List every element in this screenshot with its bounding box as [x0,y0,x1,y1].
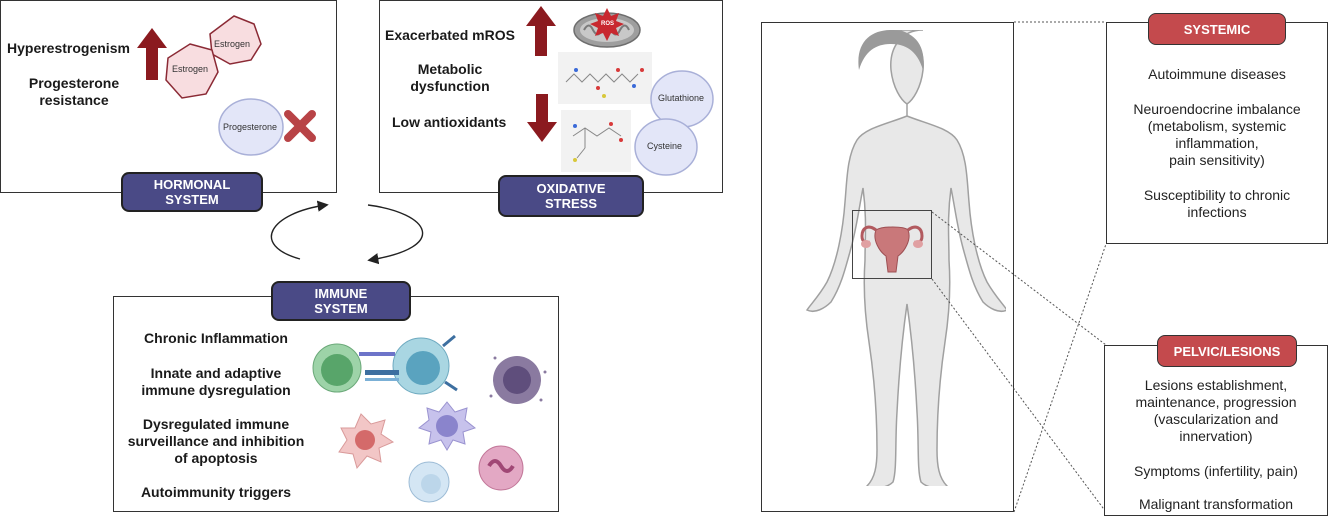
mitochondria-icon [573,8,641,48]
glutathione-label: Glutathione [658,93,705,103]
cell-icon [392,334,458,395]
autoimmune-diseases-text: Autoimmune diseases [1148,66,1286,82]
immune-cells-illustration [312,334,547,503]
mros-text: Exacerbated mROS [385,27,515,43]
pelvic-lesions-label: PELVIC/LESIONS [1157,335,1297,367]
chronic-inflammation-text: Chronic Inflammation [144,330,288,346]
ros-label: ROS [601,21,615,27]
immune-dysregulation-text: Innate and adaptive immune dysregulation [141,365,291,398]
autoimmunity-triggers-text: Autoimmunity triggers [140,484,292,500]
progesterone-label: Progesterone [223,122,278,132]
symptoms-text: Symptoms (infertility, pain) [1134,463,1298,479]
systemic-label: SYSTEMIC [1148,13,1286,45]
progesterone-resistance-text: Progesterone resistance [28,75,120,108]
human-body-icon [805,30,1006,486]
immune-system-label: IMMUNE SYSTEM [271,281,411,321]
cross-icon [284,110,316,142]
susceptibility-text: Susceptibility to chronic infections [1143,187,1291,220]
molecule-icon [558,52,652,104]
up-arrow-icon [137,28,167,80]
pelvic-zoom-box [852,210,932,279]
hormonal-system-label: HORMONAL SYSTEM [121,172,263,212]
progesterone-circle [218,98,284,156]
hormonal-panel [0,0,337,193]
estrogen-label-1: Estrogen [214,39,251,49]
lesions-establishment-text: Lesions establishment, maintenance, prog… [1135,377,1297,444]
cell-icon [408,461,450,503]
cycle-arrows-icon [270,200,424,265]
cysteine-label: Cysteine [647,141,683,151]
cell-icon [417,401,477,451]
cell-icon [489,356,547,404]
malignant-transformation-text: Malignant transformation [1138,496,1294,512]
cell-icon [478,445,524,491]
uterus-icon [860,225,924,273]
up-arrow-icon [526,6,556,56]
metabolic-dysfunction-text: Metabolic dysfunction [410,61,490,94]
estrogen-molecules [165,15,262,99]
hyperestrogenism-text: Hyperestrogenism [7,40,130,56]
cell-icon [338,413,395,470]
estrogen-label-2: Estrogen [172,64,209,74]
down-arrow-icon [527,94,557,142]
estrogen-heptagon-2 [165,43,219,99]
oxidative-stress-label: OXIDATIVE STRESS [498,175,644,217]
cysteine-circle [634,118,698,176]
estrogen-heptagon-1 [209,15,262,65]
neuroendocrine-text: Neuroendocrine imbalance (metabolism, sy… [1133,101,1301,168]
low-antioxidants-text: Low antioxidants [392,114,507,130]
cell-icon [312,343,362,393]
immune-surveillance-text: Dysregulated immune surveillance and inh… [127,416,305,466]
molecule-icon [561,110,631,172]
